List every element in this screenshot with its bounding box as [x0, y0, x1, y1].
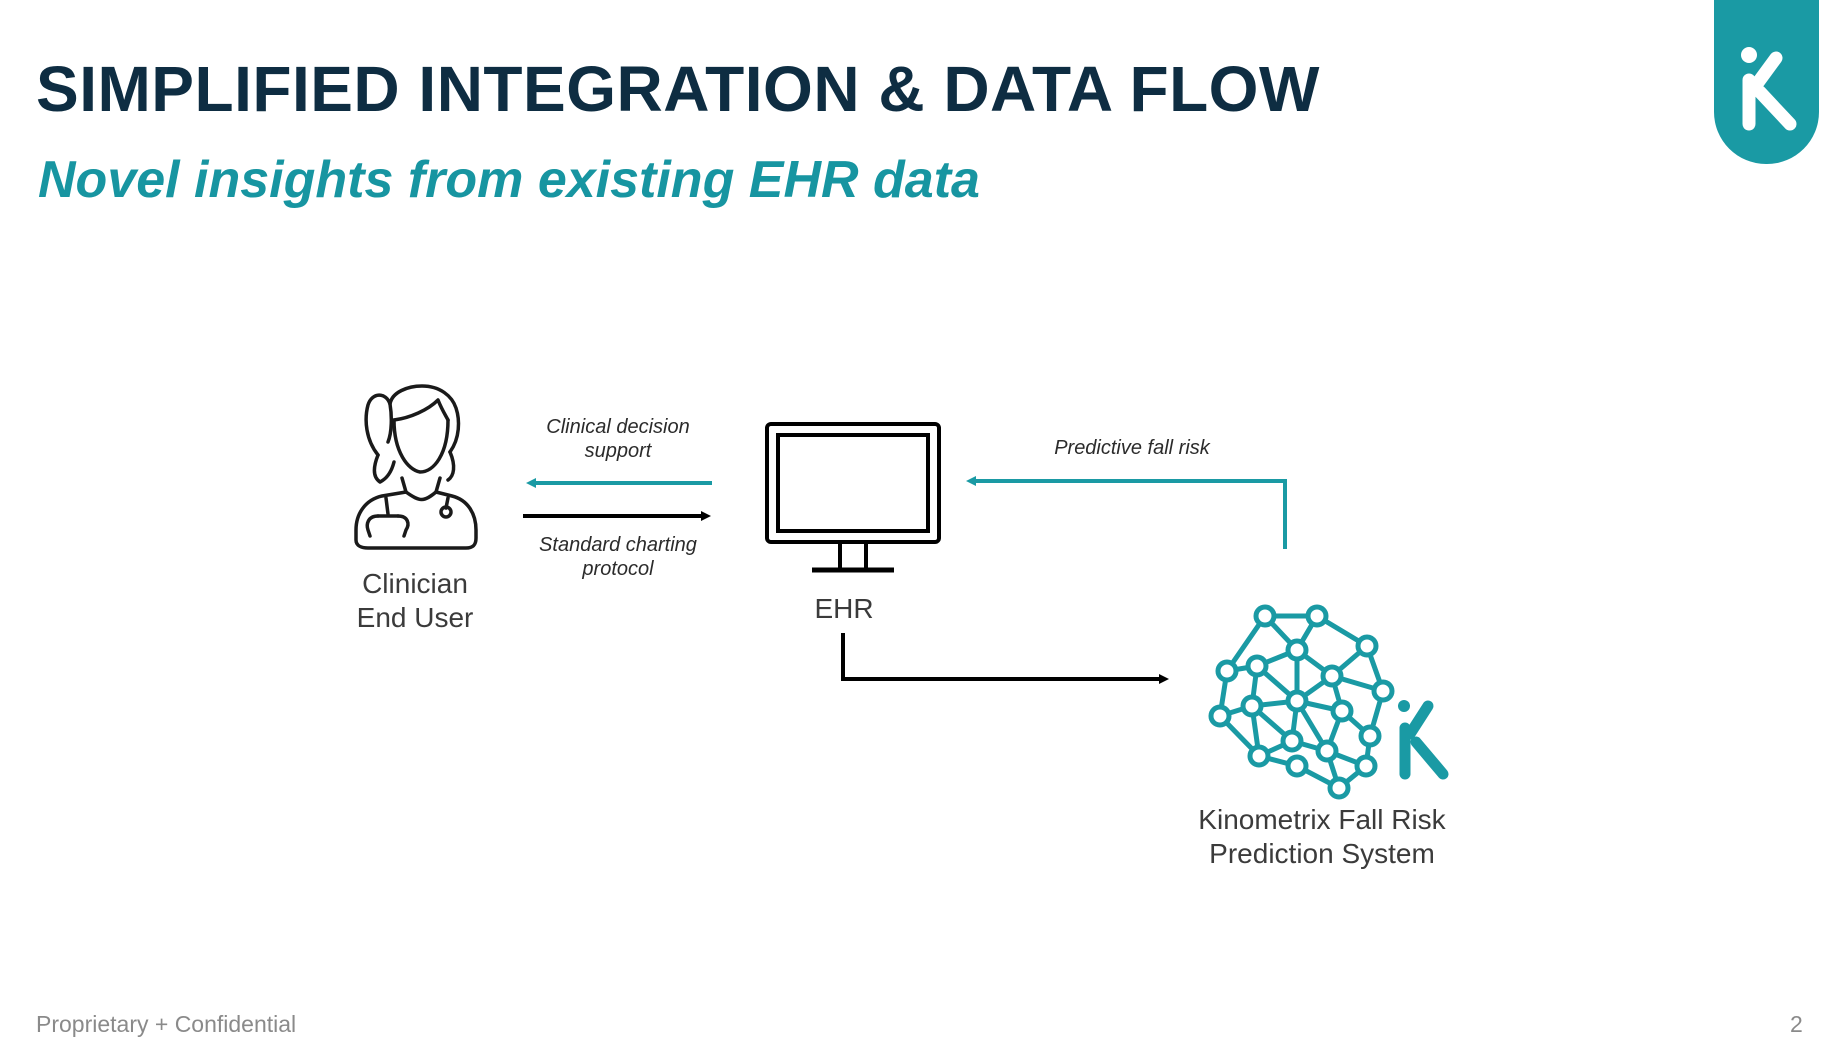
flow-label-line: Predictive fall risk — [1054, 437, 1210, 459]
node-label-kinometrix: Kinometrix Fall Risk Prediction System — [1142, 803, 1502, 871]
slide-subtitle: Novel insights from existing EHR data — [38, 151, 980, 209]
flow-label-predictive-fall-risk: Predictive fall risk — [1022, 436, 1242, 460]
flow-label-line: Clinical decision — [546, 416, 690, 438]
node-label-clinician: Clinician End User — [265, 567, 565, 635]
slide-title: SIMPLIFIED INTEGRATION & DATA FLOW — [36, 53, 1320, 125]
doctor-icon — [354, 384, 478, 550]
flow-label-standard-charting: Standard charting protocol — [508, 533, 728, 581]
node-label-line: End User — [356, 602, 474, 633]
neural-brain-icon — [1208, 604, 1395, 800]
confidential-footer: Proprietary + Confidential — [36, 1011, 297, 1037]
kinometrix-k-small-icon — [1398, 700, 1449, 780]
monitor-icon — [765, 422, 941, 573]
arrow-kinometrix-to-ehr — [966, 476, 1287, 549]
node-label-line: Clinician — [362, 568, 468, 599]
flow-label-line: Standard charting — [539, 534, 697, 556]
node-label-line: EHR — [814, 593, 874, 624]
flow-label-clinical-decision-support: Clinical decision support — [508, 415, 728, 463]
page-number: 2 — [1790, 1011, 1803, 1037]
arrow-ehr-to-kinometrix — [841, 633, 1169, 684]
node-label-ehr: EHR — [694, 592, 994, 626]
flow-label-line: support — [584, 440, 652, 462]
node-label-line: Prediction System — [1209, 838, 1435, 869]
node-label-line: Kinometrix Fall Risk — [1198, 804, 1446, 835]
flow-label-line: protocol — [582, 558, 654, 580]
kinometrix-logo — [1714, 0, 1819, 164]
kinometrix-k-icon — [1741, 47, 1797, 131]
